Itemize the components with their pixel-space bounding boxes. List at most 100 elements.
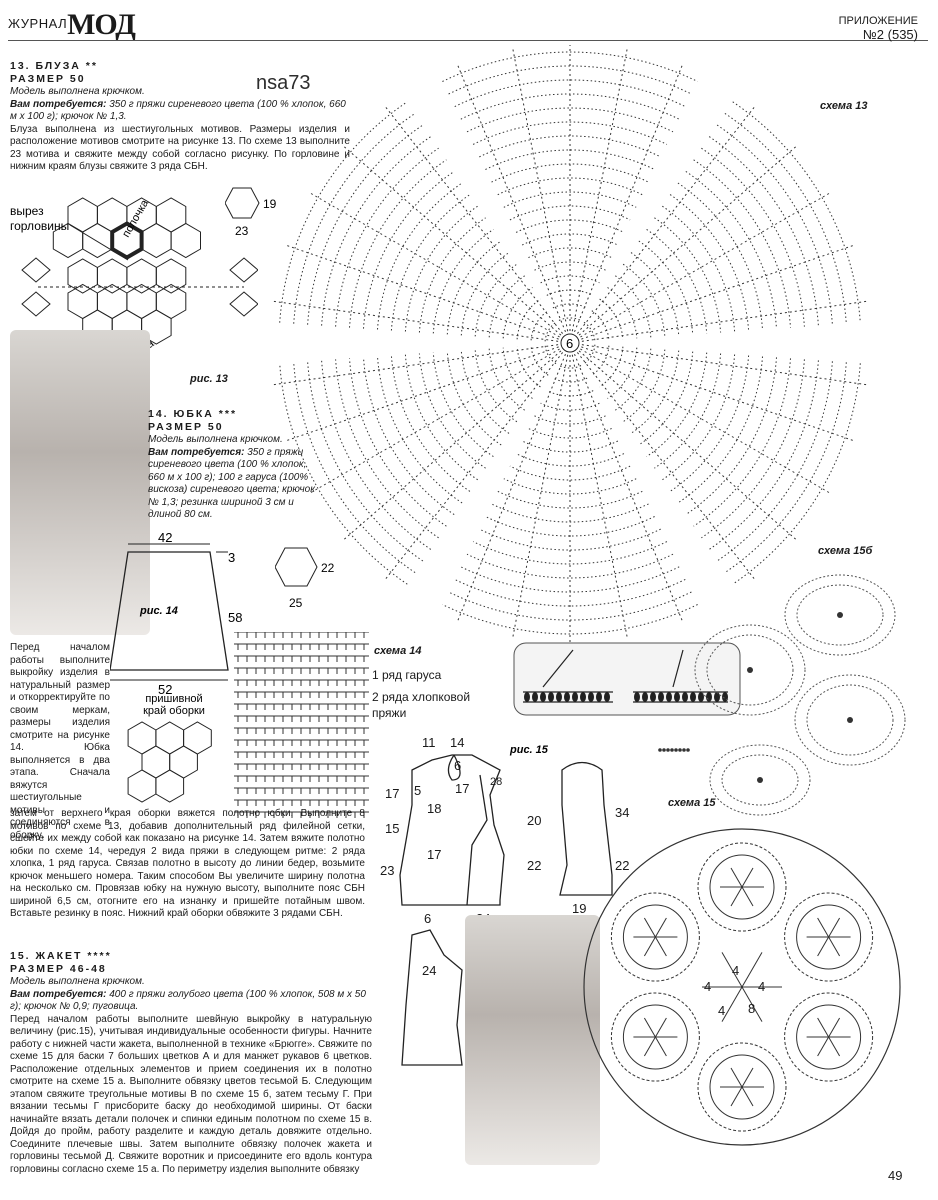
dim-23: 23 (380, 863, 394, 878)
scheme-13-spoke (571, 354, 628, 638)
scheme-13-spoke (343, 350, 562, 541)
ruffle-hex (127, 721, 157, 755)
scheme-13-spoke (286, 346, 559, 442)
scheme-13-stitch-row (418, 353, 486, 469)
scheme-13-hex-motif: 6 (272, 45, 868, 643)
petal-spoke (828, 936, 841, 957)
dim-19: 19 (572, 901, 586, 916)
hex-size-14: 22 25 (275, 547, 335, 610)
hex-14-width: 25 (289, 596, 303, 610)
petal-spoke (817, 936, 830, 957)
scheme-13-stitch-row (716, 361, 833, 562)
scheme-13-stitch-row (583, 344, 596, 365)
figure-14-skirt-pattern: 42 52 58 3 рис. 14 (110, 530, 242, 695)
stitch-loop (658, 692, 664, 702)
supplement-badge: ПРИЛОЖЕНИЕ №2 (535) (839, 14, 918, 42)
scheme-13-stitch-row (279, 101, 408, 323)
section-14-model: Модель выполнена крючком. (148, 434, 283, 445)
flower-petal-inner (709, 1054, 775, 1120)
braid-inner-loop (706, 634, 794, 706)
petal-spoke (730, 867, 743, 888)
scheme-13-stitch-row (390, 194, 471, 331)
hex-14-height: 22 (321, 561, 335, 575)
braid-center-dot (837, 612, 843, 618)
petal-spoke (741, 1067, 754, 1088)
skirt-bottom-width: 52 (158, 682, 172, 695)
skirt-height: 58 (228, 610, 242, 625)
skirt-top-width: 42 (158, 530, 172, 545)
petal-spoke (643, 936, 656, 957)
stitch-loop (572, 692, 578, 702)
layout-hex-motif (126, 283, 157, 320)
layout-hex-motif (155, 283, 187, 320)
section-15-title: 15. ЖАКЕТ **** (10, 950, 112, 962)
petal-spoke (817, 1017, 830, 1038)
ruffle-hex (127, 769, 157, 803)
braid-center-dot (847, 717, 853, 723)
flower-petal-loop (784, 992, 874, 1082)
petal-spoke (817, 1036, 830, 1057)
scheme-13-stitch-row (515, 453, 625, 467)
flower-petal-inner (709, 854, 775, 920)
flower-petal-loop (610, 992, 700, 1082)
layout-side-diamond (229, 257, 258, 283)
scheme-13-stitch-row (460, 350, 510, 434)
scheme-13-stitch-row (479, 135, 661, 158)
scheme-13-stitch-row (638, 351, 694, 446)
neck-pointer (69, 224, 129, 261)
scheme-13-stitch-row (607, 287, 638, 339)
section-13-size: РАЗМЕР 50 (10, 73, 86, 85)
section-13-model: Модель выполнена крючком. (10, 86, 145, 97)
scheme-14-label: схема 14 (374, 645, 422, 657)
layout-hex-motif (141, 222, 172, 259)
dim-17b: 17 (427, 847, 441, 862)
scheme-13-stitch-row (335, 147, 439, 327)
scheme-13-stitch-row (442, 51, 698, 82)
braid-inner-loop (796, 584, 884, 646)
scheme-13-stitch-row (534, 261, 606, 271)
scheme-13-spoke (581, 346, 854, 442)
scheme-13-stitch-row (479, 528, 661, 551)
section-14-title: 14. ЮБКА *** (148, 408, 238, 420)
center-spoke (741, 986, 763, 1022)
section-15-model: Модель выполнена крючком. (10, 976, 145, 987)
section-13-text: 13. БЛУЗА ** РАЗМЕР 50 Модель выполнена … (10, 60, 350, 174)
ruffle-hex (155, 721, 185, 755)
petal-spoke (654, 917, 667, 938)
scheme-13-stitch-row (377, 182, 463, 330)
magazine-logo: ЖУРНАЛМОД (8, 8, 136, 42)
scheme-13-spoke (578, 145, 797, 336)
scheme-13-spoke (457, 64, 566, 333)
scheme-13-stitch-row (460, 252, 510, 336)
braid-center-dot (747, 667, 753, 673)
magazine-logo-mark: МОД (67, 8, 136, 41)
layout-hex-motif (96, 258, 128, 294)
scheme-13-stitch-row (293, 362, 416, 574)
scheme-13-stitch-row (460, 566, 680, 593)
section-14-body-narrow: Перед началом работы выполните выкройку … (10, 642, 110, 841)
scheme-13-spoke (581, 300, 868, 342)
scheme-13-stitch-row (293, 112, 416, 324)
layout-hex-motif (141, 309, 172, 345)
center-spoke (721, 986, 743, 1022)
scheme-13-stitch-row (615, 348, 652, 411)
braid-loop (709, 744, 811, 816)
magazine-prefix: ЖУРНАЛ (8, 16, 68, 31)
scheme-13-stitch-row (307, 361, 424, 562)
scheme-13-stitch-row (503, 478, 637, 495)
scheme-13-stitch-row (669, 194, 750, 331)
scheme-13-stitch-row (534, 415, 606, 425)
scheme-13-stitch-row (622, 263, 666, 337)
scheme-13-spoke (571, 48, 628, 332)
scheme-13-spoke (574, 64, 683, 333)
dim-28: 28 (490, 776, 502, 788)
scheme-13-stitch-row (488, 348, 525, 411)
scheme-13-spoke (580, 348, 831, 494)
neck-label-1: вырез (10, 204, 44, 218)
stitch-loop (666, 692, 672, 702)
scheme-13-stitch-row (685, 357, 777, 516)
petal-spoke (741, 886, 754, 907)
scheme-13-spoke (576, 352, 756, 580)
scheme-15-label: схема 15 (668, 797, 716, 809)
scheme-13-stitch-row (446, 351, 502, 446)
